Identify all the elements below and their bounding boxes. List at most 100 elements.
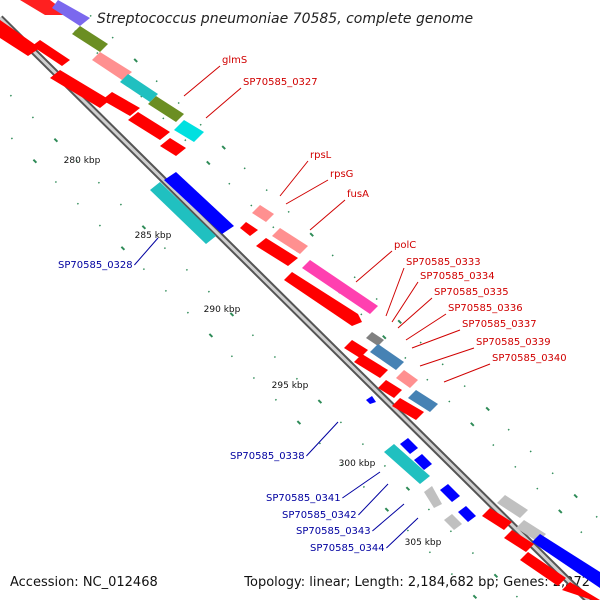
gc-dot xyxy=(362,485,365,488)
cds-forward[interactable] xyxy=(256,238,298,266)
gc-dot xyxy=(10,137,13,140)
gc-dot xyxy=(155,80,158,83)
tick-label: 285 kbp xyxy=(135,231,172,241)
cds-forward[interactable] xyxy=(50,70,110,108)
gc-dot xyxy=(360,313,363,316)
topology-text: Topology: linear; Length: 2,184,682 bp; … xyxy=(243,575,590,590)
feature-teal[interactable] xyxy=(120,74,158,102)
cds-forward[interactable] xyxy=(344,340,368,358)
gc-dot xyxy=(162,117,165,120)
feature-teal[interactable] xyxy=(384,444,430,484)
feature-cyan[interactable] xyxy=(174,120,204,142)
gc-dot xyxy=(580,531,583,534)
gc-dot xyxy=(361,443,364,446)
forward-feature-label[interactable]: rpsL xyxy=(310,150,332,161)
cds-reverse[interactable] xyxy=(164,172,234,234)
feature-teal[interactable] xyxy=(150,182,216,244)
reverse-feature-label[interactable]: SP70585_0343 xyxy=(296,526,371,537)
gc-dot xyxy=(470,422,475,427)
label-leader-line xyxy=(385,267,405,317)
forward-feature-label[interactable]: glmS xyxy=(222,55,247,66)
cds-forward[interactable] xyxy=(504,530,534,552)
feature-salmon[interactable] xyxy=(92,52,132,80)
cds-reverse[interactable] xyxy=(532,534,600,588)
reverse-feature-label[interactable]: SP70585_0328 xyxy=(58,260,133,271)
label-leader-line xyxy=(419,347,475,367)
forward-feature-label[interactable]: SP70585_0334 xyxy=(420,271,495,282)
feature-steel[interactable] xyxy=(408,390,438,412)
cds-forward[interactable] xyxy=(482,508,512,530)
forward-feature-label[interactable]: polC xyxy=(394,240,416,251)
gc-dot xyxy=(382,334,387,340)
gc-dot xyxy=(120,246,126,251)
forward-feature-label[interactable]: SP70585_0335 xyxy=(434,287,509,298)
forward-feature-label[interactable]: SP70585_0339 xyxy=(476,337,551,348)
gc-dot xyxy=(448,400,451,403)
cds-forward[interactable] xyxy=(520,552,566,586)
cds-forward[interactable] xyxy=(392,398,424,420)
forward-feature-label[interactable]: SP70585_0340 xyxy=(492,353,567,364)
cds-reverse[interactable] xyxy=(366,396,376,404)
feature-grey[interactable] xyxy=(444,514,462,530)
cds-reverse[interactable] xyxy=(458,506,476,522)
gc-dot xyxy=(515,595,518,598)
feature-magenta[interactable] xyxy=(302,260,378,314)
gc-dot xyxy=(558,509,563,514)
forward-feature-label[interactable]: SP70585_0327 xyxy=(243,77,318,88)
cds-reverse[interactable] xyxy=(440,484,460,502)
gc-dot xyxy=(75,159,78,163)
cds-forward[interactable] xyxy=(102,92,140,116)
feature-salmon[interactable] xyxy=(252,205,274,222)
cds-forward[interactable] xyxy=(0,20,40,56)
cds-forward[interactable] xyxy=(354,354,388,378)
forward-feature-label[interactable]: SP70585_0333 xyxy=(406,257,481,268)
cds-forward[interactable] xyxy=(160,138,186,156)
forward-feature-label[interactable]: rpsG xyxy=(330,169,353,180)
cds-forward[interactable] xyxy=(562,582,600,600)
reverse-feature-label[interactable]: SP70585_0344 xyxy=(310,543,385,554)
gc-dot xyxy=(251,334,254,337)
gc-dot xyxy=(472,594,478,600)
feature-grey[interactable] xyxy=(366,332,384,346)
feature-olive[interactable] xyxy=(148,96,184,122)
label-leader-line xyxy=(443,363,491,383)
feature-salmon[interactable] xyxy=(272,228,308,254)
gc-dot xyxy=(309,232,314,237)
gc-dot xyxy=(32,159,38,164)
cds-forward[interactable] xyxy=(32,40,70,66)
gc-dot xyxy=(529,450,532,453)
feature-salmon[interactable] xyxy=(396,370,418,388)
reverse-feature-label[interactable]: SP70585_0338 xyxy=(230,451,305,462)
gc-dot xyxy=(273,355,276,359)
cds-forward[interactable] xyxy=(284,272,362,326)
cds-forward[interactable] xyxy=(128,112,170,140)
cds-reverse[interactable] xyxy=(414,454,432,470)
cds-forward[interactable] xyxy=(240,222,258,236)
gc-dot xyxy=(428,551,431,554)
gc-dot xyxy=(450,573,453,576)
cds-forward[interactable] xyxy=(378,380,402,398)
reverse-feature-label[interactable]: SP70585_0341 xyxy=(266,493,341,504)
gc-dot xyxy=(274,398,277,401)
reverse-feature-label[interactable]: SP70585_0342 xyxy=(282,510,357,521)
feature-olive[interactable] xyxy=(72,26,108,52)
feature-grey[interactable] xyxy=(497,495,528,518)
gc-dot xyxy=(140,95,143,98)
label-leader-line xyxy=(391,281,419,323)
feature-grey[interactable] xyxy=(424,486,442,508)
label-leader-line xyxy=(306,421,339,457)
forward-feature-label[interactable]: SP70585_0337 xyxy=(462,319,537,330)
gc-dot xyxy=(228,182,231,185)
gc-dot xyxy=(331,254,334,257)
tick-label: 280 kbp xyxy=(64,156,101,166)
forward-feature-label[interactable]: SP70585_0336 xyxy=(448,303,523,314)
forward-feature-label[interactable]: fusA xyxy=(347,189,369,200)
cds-reverse[interactable] xyxy=(400,438,418,454)
feature-steel[interactable] xyxy=(370,344,404,370)
feature-purple[interactable] xyxy=(52,0,90,26)
gc-dot xyxy=(375,297,378,301)
label-leader-line xyxy=(372,503,405,532)
label-leader-line xyxy=(397,297,433,329)
